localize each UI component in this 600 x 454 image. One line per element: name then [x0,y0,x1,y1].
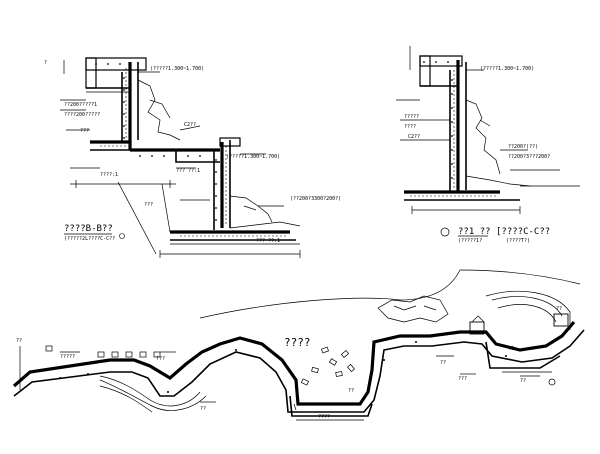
section-c-code: [????C-C?? [496,227,550,237]
section-b-label-d: ??? ??:1 [256,238,280,244]
plan-label-right2: ??? [458,376,467,382]
section-b-label-mid: ??? [80,128,89,134]
section-b-title: ????B-B?? [64,224,113,234]
section-c-note-a: ??200?3???200? [508,154,550,160]
section-b-note-3: ????:1 [100,172,118,178]
section-c-note-b: ???? [404,124,416,130]
section-c-title: ??1 ?? [458,227,491,237]
section-c-subtitle: (?????1? [458,238,482,244]
section-b-elev-top: (?????1.300~1.700) [150,66,204,72]
plan-label-p: ?? [348,388,354,394]
section-b-dim-top: ? [44,60,47,66]
plan-label-mid2: ?? [200,406,206,412]
plan-label-right1: ?? [440,360,446,366]
section-b-detail: ? (?????1.300~1.700) (?????1.300~1.700) … [44,57,341,258]
plan-center-label: ???? [284,336,311,349]
section-b-elev-mid: (?????1.300~1.700) [226,154,280,160]
section-c-elev-top: (?????1.300~1.700) [480,66,534,72]
plan-label-right3: ?? [508,346,514,352]
plan-label-q: ?? [16,338,22,344]
plan-view: ???? ????? ??? ?? ?? ??? ?? ?? ?? ???? ?… [12,269,585,421]
plan-rocks [300,346,355,386]
section-c-subtitle2: (????T?) [506,238,530,244]
section-b-label-c: ??? [144,202,153,208]
section-b-label-b: ??? ??:1 [176,168,200,174]
section-b-label-a: C2?? [184,122,196,128]
plan-label-mid1: ??? [156,356,165,362]
plan-label-right4: ?? [520,378,526,384]
section-c-label-b: ????? [404,114,419,120]
section-c-label-a: ??200?(??) [508,144,538,150]
section-c-detail: (?????1.300~1.700) ??200?(??) ??200?3???… [396,46,580,244]
section-b-subtitle: (?????2L????C-C?? [64,236,115,242]
section-b-cap [85,57,147,71]
section-b-note-1: ??200?????1 [64,102,97,108]
plan-label-right5: ?? [556,306,562,312]
section-b-elev-low: (??200?3300?200?) [290,196,341,202]
section-c-label-c: C2?? [408,134,420,140]
section-b-note-2: ????200????? [64,112,100,118]
plan-label-bottom: ???? [318,414,330,420]
plan-label-left: ????? [60,354,75,360]
